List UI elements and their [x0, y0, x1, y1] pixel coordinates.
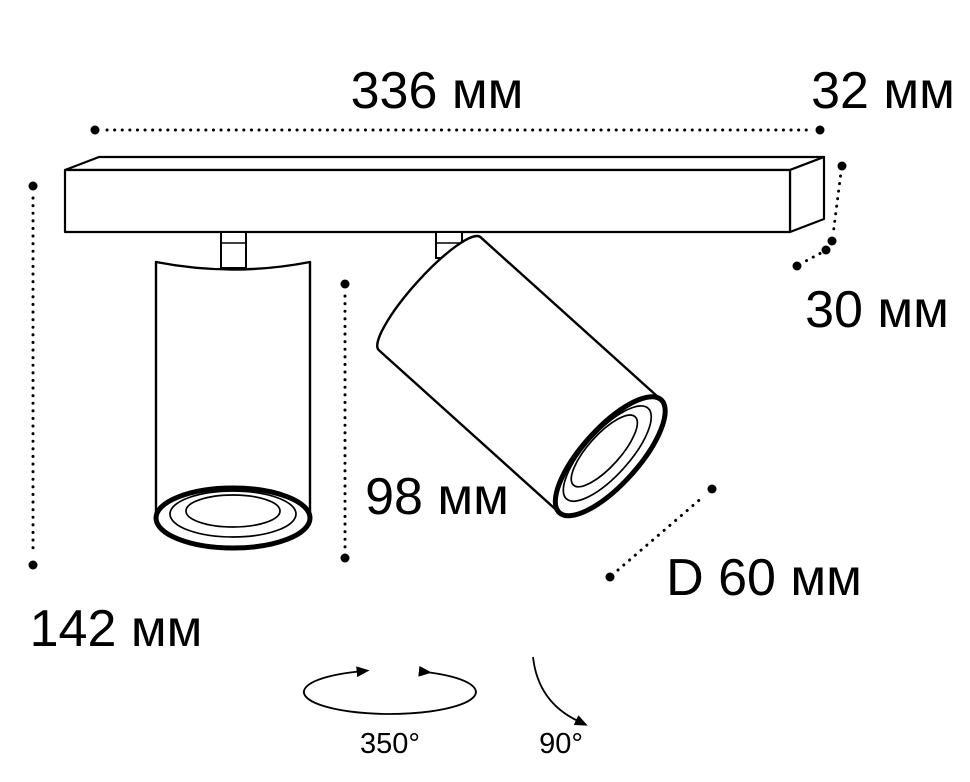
dim-bar-width-dot-right [815, 125, 825, 135]
dim-bar-width-label: 336 мм [351, 62, 524, 120]
dim-bar-height-dot-top [821, 245, 831, 255]
right-spotlight-lamp [570, 414, 639, 488]
left-spotlight-rim-inner [169, 490, 297, 538]
dimension-spot-length: 98 мм [340, 279, 509, 563]
dim-spot-length-dot-bottom [340, 553, 350, 563]
right-spotlight-rim [552, 394, 668, 519]
dimension-spot-diameter: D 60 мм [605, 484, 862, 607]
dim-bar-depth-label: 32 мм [811, 62, 955, 120]
left-spotlight-lamp [185, 494, 281, 528]
mounting-bar [63, 155, 826, 234]
dim-spot-diameter-label: D 60 мм [666, 549, 862, 607]
rotation-angle-label: 350° [360, 728, 420, 760]
bar-front-face [63, 168, 792, 234]
left-spotlight-rim [153, 485, 313, 551]
dim-bar-depth-dot-bottom [827, 236, 837, 246]
tilt-angle-label: 90° [539, 728, 583, 760]
dim-fixture-height-label: 142 мм [30, 600, 203, 658]
left-spotlight [153, 231, 313, 551]
rotation-indicator: 350° [303, 665, 477, 760]
right-spotlight-rim-inner [562, 405, 653, 503]
dim-spot-diameter-dot-top [707, 484, 717, 494]
bar-top-face [63, 155, 826, 172]
dim-bar-height-dot-bottom [792, 261, 802, 271]
dim-bar-height-label: 30 мм [805, 281, 949, 339]
right-spotlight-tilted-group [376, 234, 668, 519]
dim-fixture-height-dot-top [28, 181, 38, 191]
dim-bar-height-line [801, 252, 822, 264]
bar-right-face [788, 155, 826, 234]
tilt-arrow [532, 656, 588, 726]
rotation-arrow [303, 665, 477, 715]
dim-bar-depth-line [832, 174, 842, 233]
dimension-bar-depth: 32 мм [811, 62, 955, 246]
left-spotlight-body [154, 260, 312, 550]
dim-spot-length-label: 98 мм [365, 468, 509, 526]
left-spotlight-stem [220, 231, 247, 269]
dim-fixture-height-dot-bottom [28, 560, 38, 570]
right-spotlight [376, 231, 668, 519]
dimension-bar-height: 30 мм [792, 245, 949, 339]
dim-bar-width-dot-left [90, 125, 100, 135]
dim-spot-length-dot-top [340, 279, 350, 289]
dim-spot-diameter-dot-bottom [605, 572, 615, 582]
dimension-fixture-height: 142 мм [28, 181, 203, 658]
dimension-bar-width: 336 мм [90, 62, 825, 135]
dim-bar-depth-dot-top [837, 161, 847, 171]
tilt-indicator: 90° [532, 656, 588, 760]
